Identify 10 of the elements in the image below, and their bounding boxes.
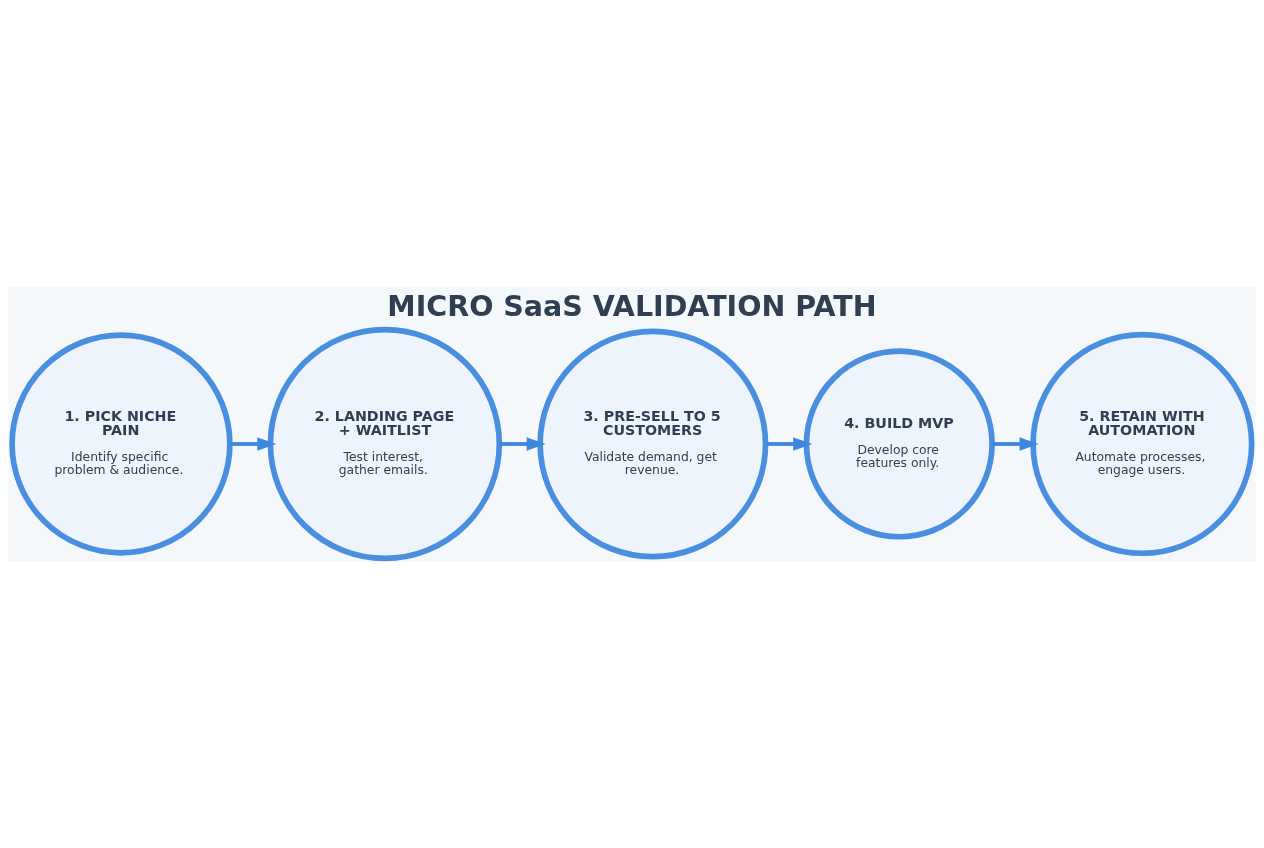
node-circle: 3. PRE-SELL TO 5 CUSTOMERS Validate demand, get revenue. xyxy=(537,327,769,559)
node-circle: 2. LANDING PAGE + WAITLIST Test interest, gather emails. xyxy=(267,326,503,561)
node-circle: 5. RETAIN WITH AUTOMATION Automate processes, engage users. xyxy=(1030,331,1255,556)
arrow xyxy=(992,436,1039,451)
node-circle: 1. PICK NICHE PAIN Identify specific problem & audience. xyxy=(9,331,233,556)
arrow xyxy=(766,436,813,451)
arrow xyxy=(230,436,277,451)
arrow xyxy=(499,436,546,451)
node-circle: 4. BUILD MVP Develop core features only. xyxy=(803,347,995,540)
diagram-title: MICRO SaaS VALIDATION PATH xyxy=(387,289,877,323)
